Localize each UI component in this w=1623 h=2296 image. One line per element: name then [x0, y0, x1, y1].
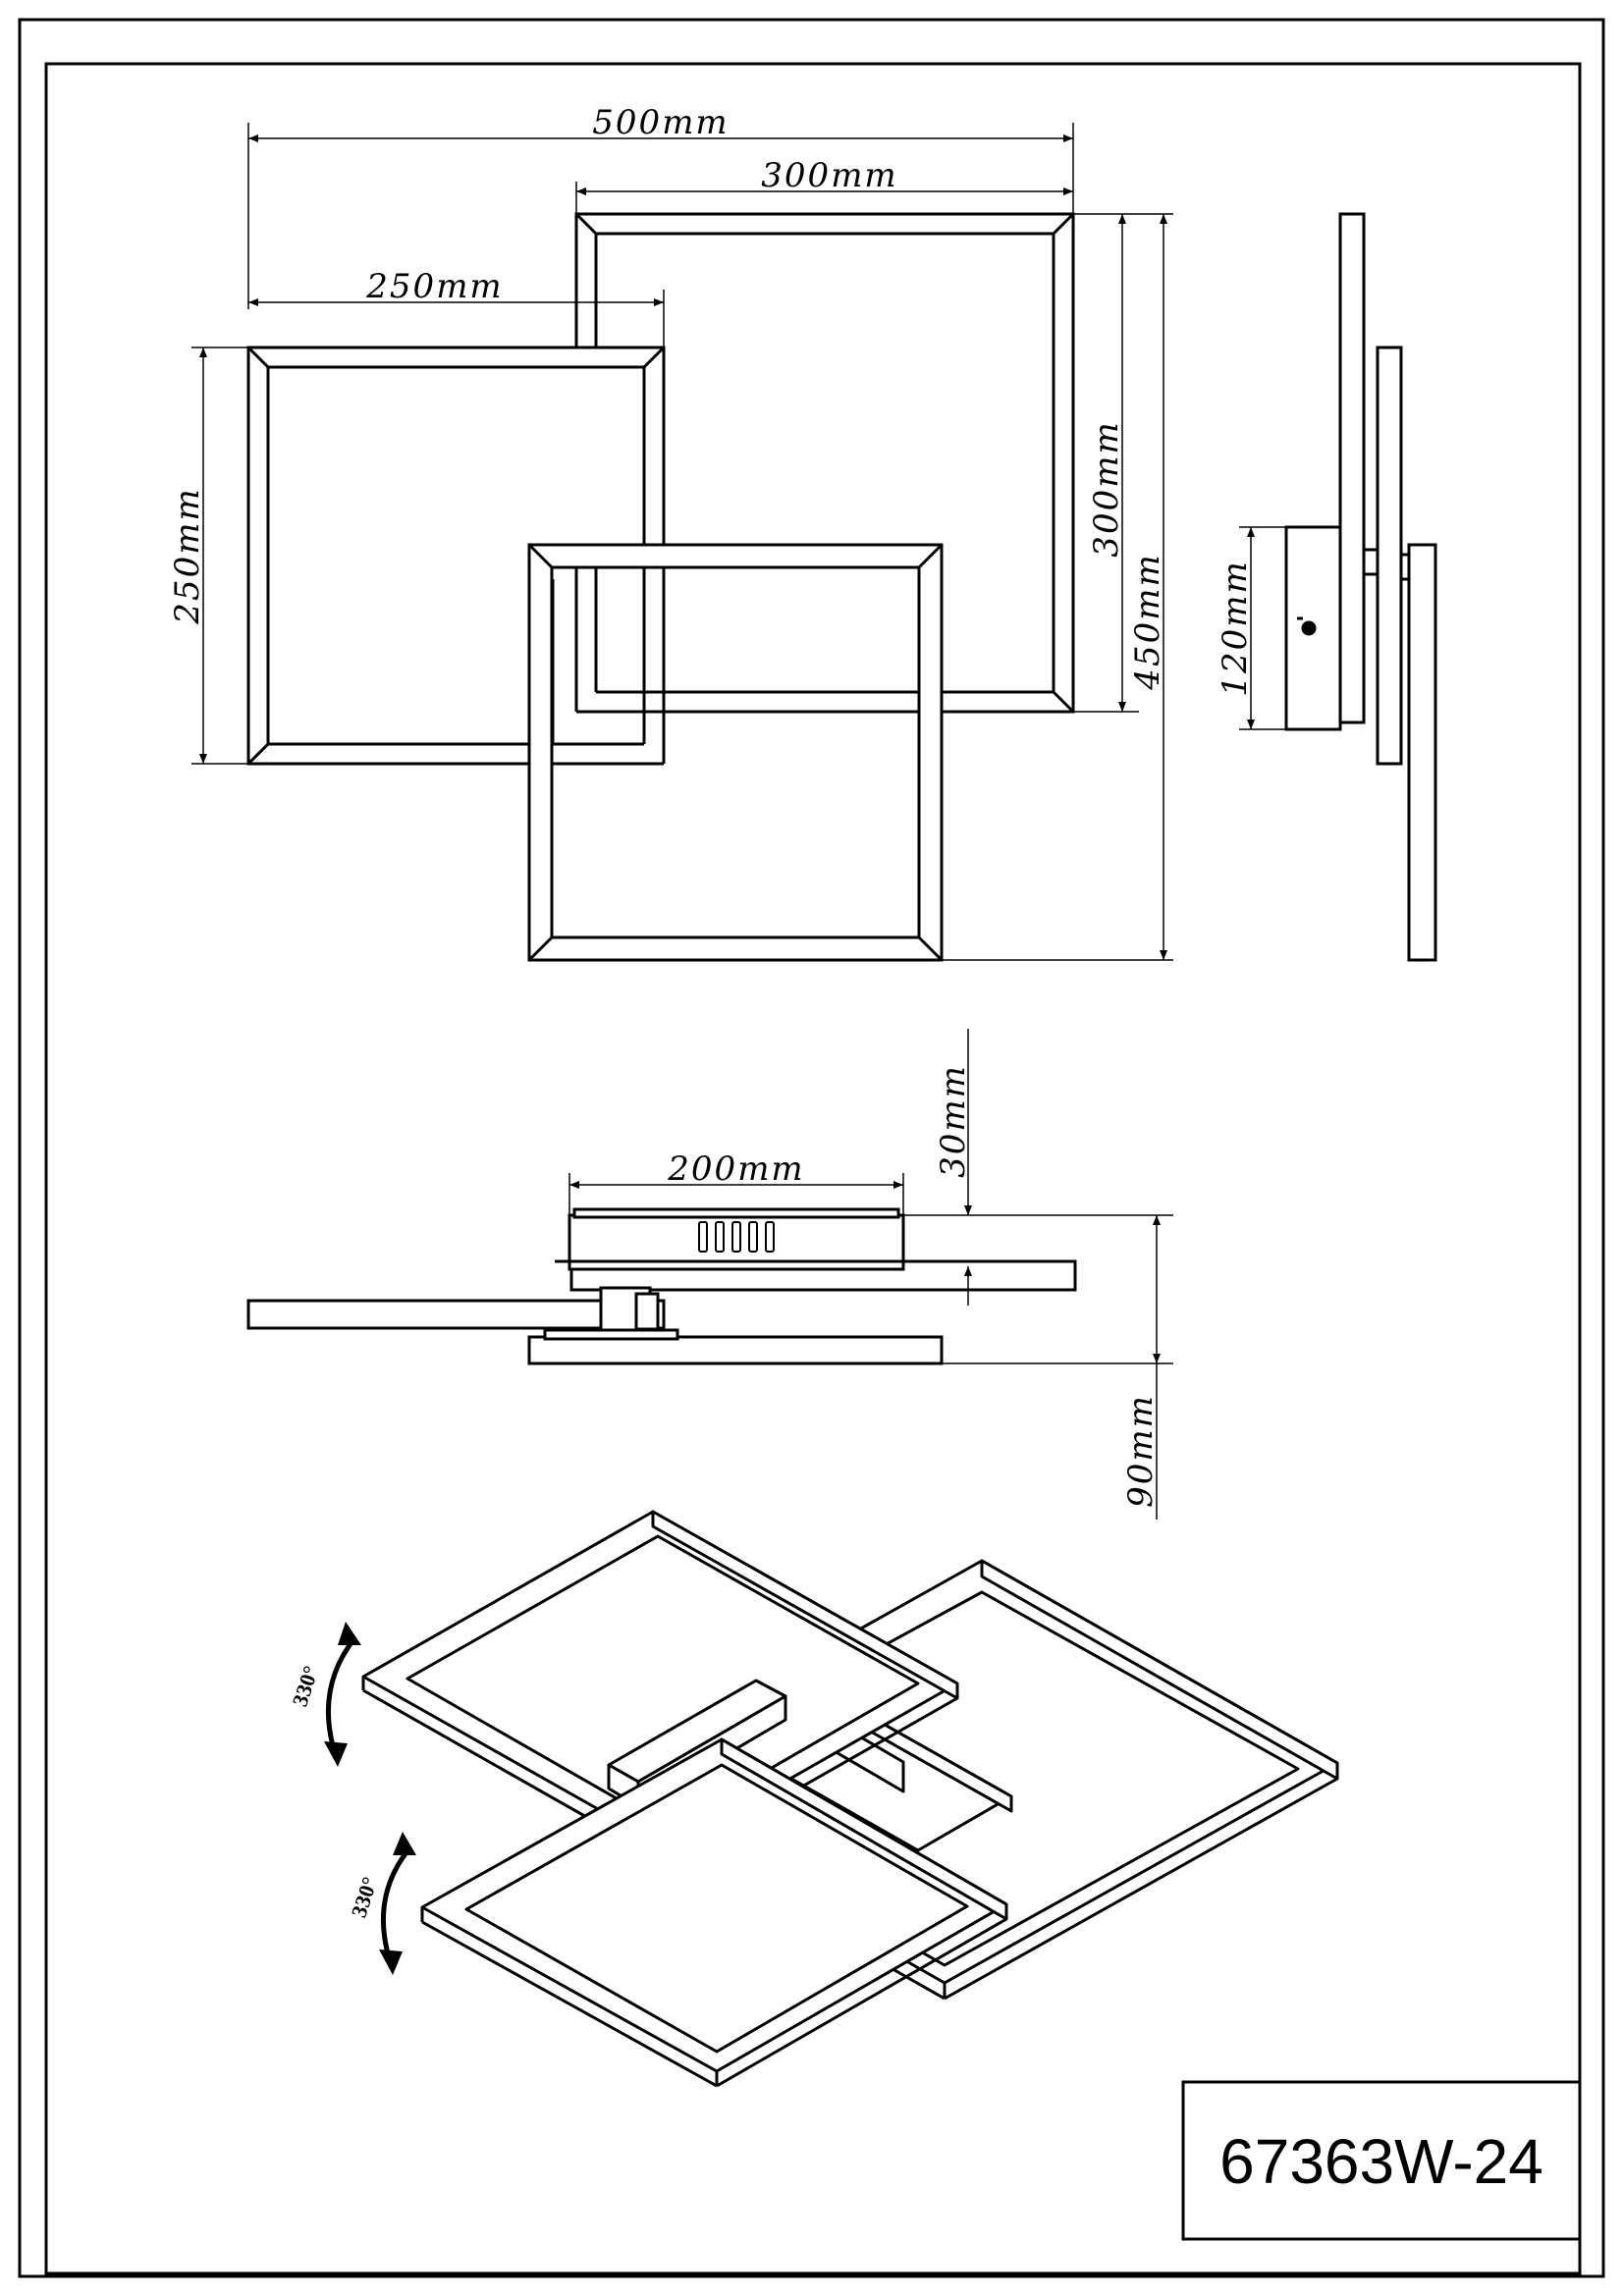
- dim-base-height-label: 120mm: [1216, 560, 1255, 696]
- dim-base-width-label: 200mm: [667, 1149, 804, 1189]
- inner-border: [44, 62, 1582, 2275]
- rotation-upper-label: 330°: [288, 1663, 324, 1709]
- bottom-connector: [543, 1328, 679, 1341]
- side-dimensions: [1239, 526, 1286, 730]
- side-panel-middle: [1376, 346, 1403, 766]
- dim-total-height-label: 450mm: [1128, 553, 1167, 690]
- dim-base-depth-label: 30mm: [934, 1064, 973, 1178]
- dim-small-frame-height-label: 250mm: [168, 487, 207, 624]
- side-panel-back: [1338, 212, 1366, 724]
- rotation-arrow-lower: [379, 1832, 416, 1975]
- dim-large-frame-width-label: 300mm: [761, 156, 897, 195]
- outer-border: [18, 18, 1605, 2278]
- middle-frame-inner: [550, 565, 921, 939]
- bottom-view: [246, 1207, 1077, 1365]
- bottom-left-panel: [246, 1299, 666, 1330]
- side-screw: [1301, 620, 1317, 636]
- side-panel-front: [1407, 543, 1437, 962]
- iso-frame-lower: [420, 1737, 1008, 2088]
- side-view: [1284, 212, 1437, 962]
- dim-small-frame-width-label: 250mm: [365, 267, 503, 306]
- bottom-right-panel: [527, 1335, 944, 1365]
- rotation-arrow-upper: [324, 1622, 361, 1767]
- title-block: [1181, 2080, 1582, 2241]
- bottom-base-cap: [572, 1207, 900, 1219]
- model-number: 67363W-24: [1219, 2126, 1543, 2197]
- bottom-pivot-b: [634, 1292, 660, 1331]
- front-dimensions: [191, 123, 1173, 961]
- front-view: [246, 212, 1075, 962]
- dim-total-depth-label: 90mm: [1121, 1394, 1161, 1508]
- rotation-lower-label: 330°: [347, 1874, 383, 1920]
- dim-large-frame-height-label: 300mm: [1087, 420, 1126, 557]
- perspective-view: [361, 1510, 1339, 2088]
- iso-frame-upper: [361, 1510, 959, 1865]
- dim-total-width-label: 500mm: [592, 103, 729, 142]
- bottom-dimensions: [568, 1029, 1173, 1520]
- bottom-vents: [698, 1221, 775, 1253]
